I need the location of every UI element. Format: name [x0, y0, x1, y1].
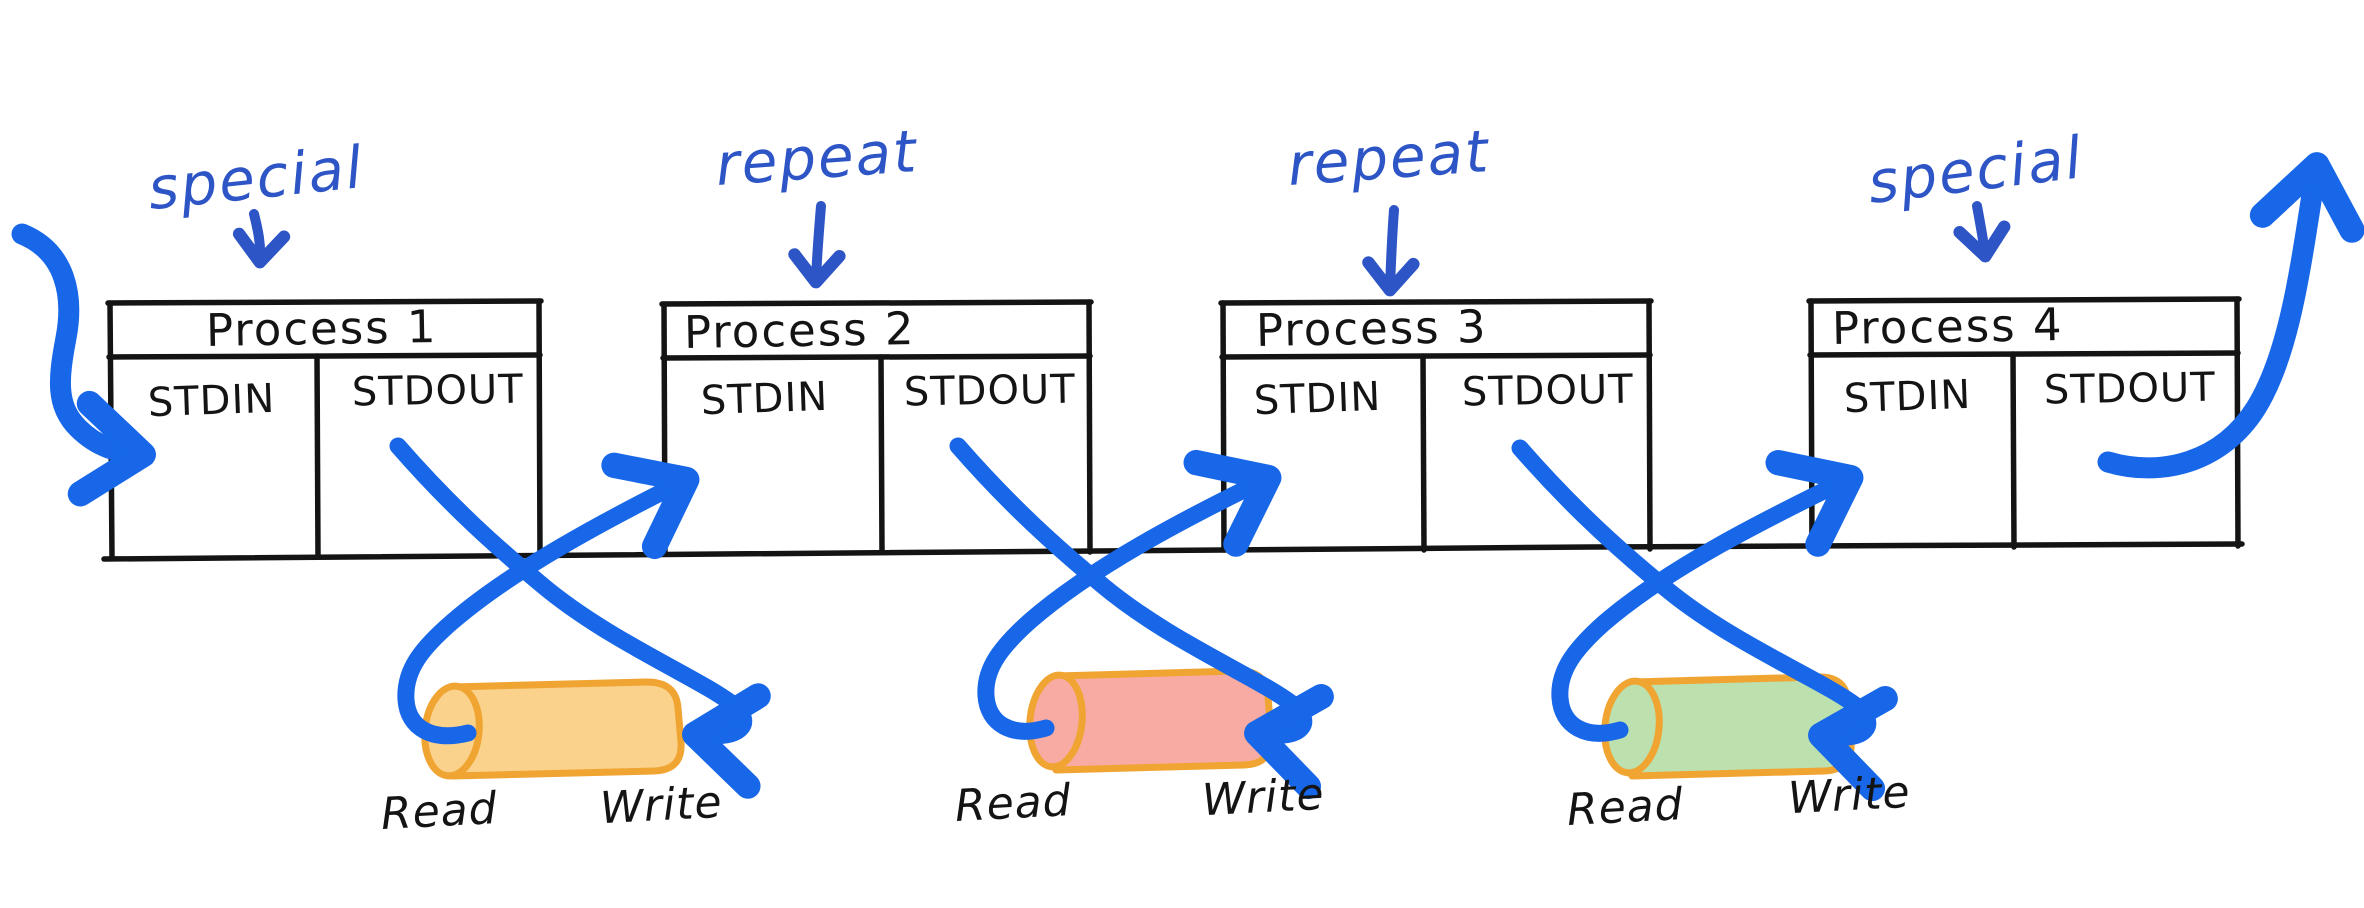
process-1-stdin-label: STDIN [147, 376, 276, 426]
box-top [659, 299, 1094, 307]
pipe-2-body [1052, 667, 1275, 774]
exit-arrow [2097, 152, 2364, 479]
process-4-box [1806, 296, 2242, 551]
process-1-stdout-label: STDOUT [351, 367, 524, 416]
process-1-title: Process 1 [205, 300, 438, 357]
p3-stdout-to-pipe3-write-arrow [1511, 439, 1898, 802]
pipe-3 [1601, 673, 1855, 780]
title-divider [106, 352, 543, 360]
box-left [661, 301, 668, 557]
annotation-down-arrow [1362, 205, 1420, 297]
pipe-2 [1026, 667, 1275, 774]
box-right [1086, 299, 1093, 555]
pipe-1-write-label: Write [599, 777, 724, 834]
pipe-1-read-label: Read [380, 783, 499, 840]
pipe-3-read-label: Read [1566, 779, 1685, 836]
title-divider [660, 353, 1093, 361]
process-2-stdout-label: STDOUT [903, 367, 1076, 416]
box-top [1218, 298, 1654, 306]
process-4-stdout-label: STDOUT [2043, 365, 2216, 414]
pipe2-read-to-p3-stdin-arrow [977, 449, 1282, 740]
box-right [1646, 298, 1653, 552]
annotation-special-2: special [1864, 123, 2087, 263]
annotation-repeat-1: repeat [713, 117, 920, 289]
pipe1-read-to-p2-stdin-arrow [397, 452, 700, 745]
pipe-1 [421, 678, 685, 780]
pipe-2-read-label: Read [954, 775, 1073, 832]
p2-stdout-to-pipe2-write-arrow [949, 437, 1334, 800]
entry-arrow [11, 223, 156, 507]
process-labels: Process 1 STDIN STDOUT Process 2 STDIN S… [147, 298, 2216, 426]
box-left [1220, 300, 1227, 553]
process-2-title: Process 2 [683, 302, 916, 359]
pipe-end-labels: Read Write Read Write Read Write [380, 767, 1912, 840]
pipe-2-read-mouth [1026, 671, 1086, 771]
flow-arrows [11, 152, 2364, 802]
annotation-special-1: special [145, 133, 367, 269]
annotation-label: repeat [1285, 117, 1492, 199]
box-left [1808, 298, 1815, 551]
pipe3-read-to-p4-stdin-arrow [1551, 449, 1864, 742]
title-divider [1807, 350, 2241, 358]
process-2-box [659, 299, 1094, 557]
boxes-baseline [101, 541, 2245, 562]
box-right [536, 298, 543, 559]
pipe-3-write-label: Write [1787, 767, 1912, 824]
annotation-label: repeat [713, 117, 920, 199]
box-top [1806, 296, 2242, 304]
box-left [107, 300, 115, 561]
process-3-stdout-label: STDOUT [1461, 367, 1634, 416]
annotation-down-arrow [1953, 201, 2011, 263]
annotation-repeat-2: repeat [1285, 117, 1492, 297]
pipe-2-write-label: Write [1201, 769, 1326, 826]
pipe-1-body [448, 678, 685, 780]
column-divider [314, 353, 321, 559]
title-divider [1219, 352, 1653, 360]
annotation-down-arrow [788, 201, 846, 289]
process-4-stdin-label: STDIN [1843, 372, 1972, 422]
p1-stdout-to-pipe1-write-arrow [389, 437, 771, 799]
column-divider [1420, 353, 1427, 553]
process-boxes-frame [101, 296, 2245, 562]
process-4-title: Process 4 [1831, 298, 2064, 355]
pipe-3-read-mouth [1601, 677, 1663, 777]
process-3-stdin-label: STDIN [1253, 374, 1382, 424]
process-2-stdin-label: STDIN [700, 374, 829, 424]
annotation-down-arrow [232, 209, 291, 269]
process-3-title: Process 3 [1255, 300, 1488, 357]
column-divider [878, 354, 885, 555]
column-divider [2010, 351, 2017, 550]
box-top [105, 298, 544, 306]
